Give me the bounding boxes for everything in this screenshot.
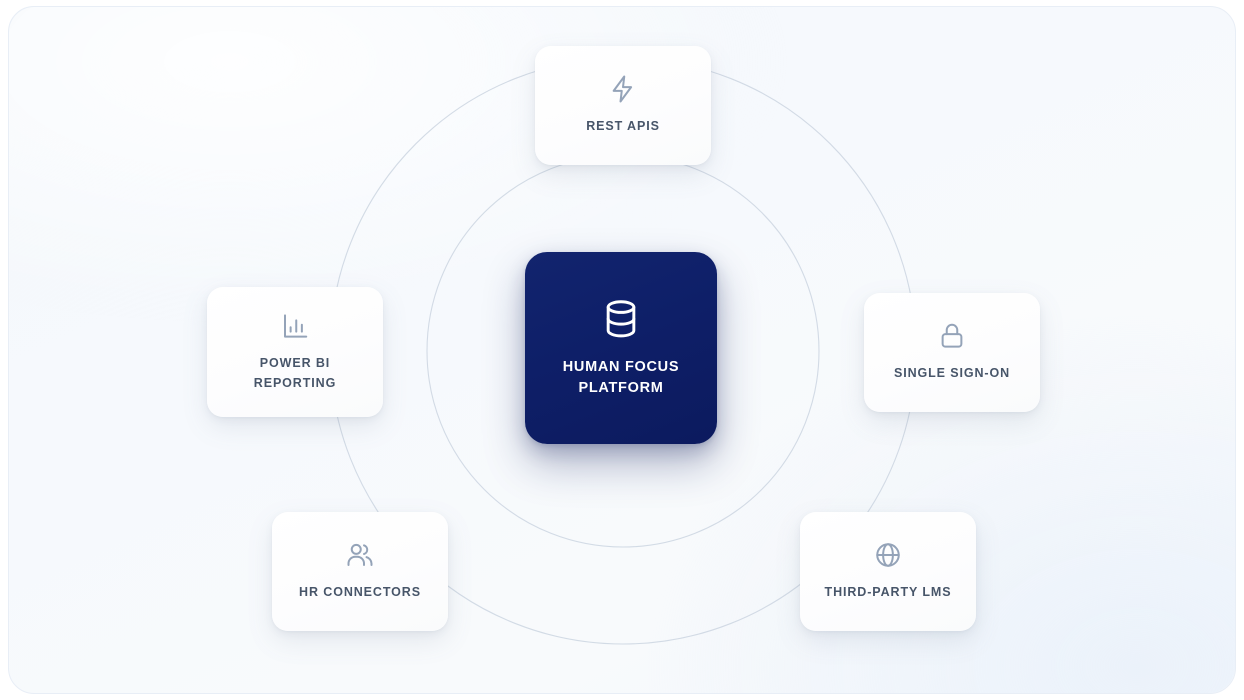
node-label-rest-apis: REST APIS	[586, 119, 660, 134]
node-card-single-sign-on[interactable]: SINGLE SIGN-ON	[864, 293, 1040, 412]
globe-icon	[873, 540, 903, 570]
node-label-single-sign-on: SINGLE SIGN-ON	[893, 366, 1011, 381]
node-card-hr-connectors[interactable]: HR CONNECTORS	[272, 512, 448, 631]
hub-card-human-focus-platform[interactable]: HUMAN FOCUS PLATFORM	[525, 252, 717, 444]
hub-label: HUMAN FOCUS PLATFORM	[562, 358, 680, 396]
node-card-third-party-lms[interactable]: THIRD-PARTY LMS	[800, 512, 976, 631]
node-label-hr-connectors: HR CONNECTORS	[299, 585, 421, 600]
users-icon	[345, 540, 375, 570]
lock-icon	[937, 321, 967, 351]
integration-diagram-panel: HUMAN FOCUS PLATFORM REST APIS POWER BI …	[8, 6, 1236, 694]
node-label-third-party-lms: THIRD-PARTY LMS	[824, 585, 952, 600]
bar-chart-icon	[280, 311, 310, 341]
zap-icon	[608, 74, 638, 104]
database-icon	[599, 297, 643, 341]
node-card-rest-apis[interactable]: REST APIS	[535, 46, 711, 165]
node-card-power-bi[interactable]: POWER BI REPORTING	[207, 287, 383, 417]
node-label-power-bi: POWER BI REPORTING	[253, 356, 337, 390]
